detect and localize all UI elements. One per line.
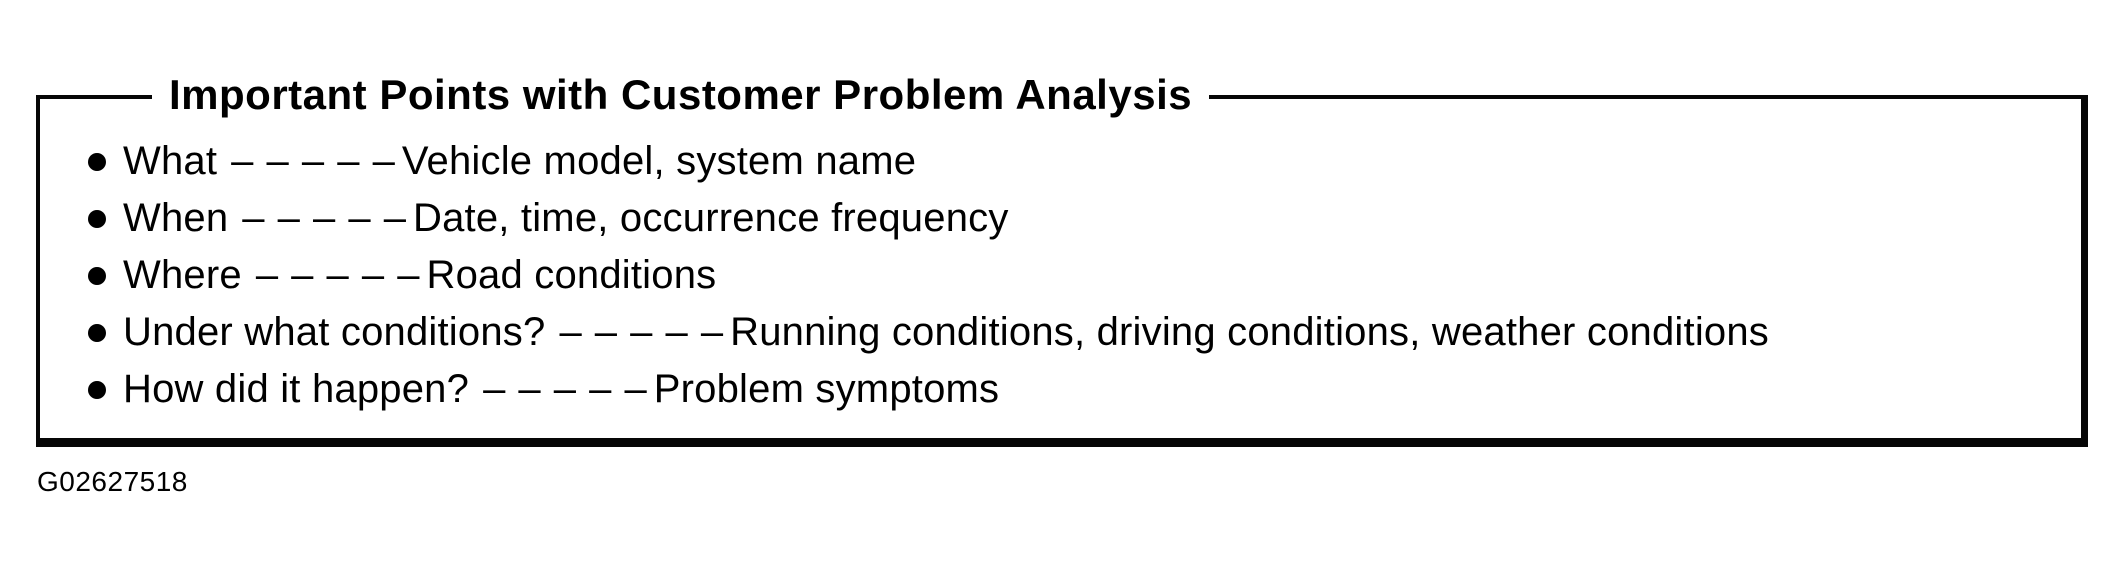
point-term: Under what conditions? [123,310,546,354]
list-item: Where – – – – – Road conditions [88,253,2057,297]
dash-separator: – – – – – [242,196,407,240]
bullet-icon [88,267,106,285]
point-term: How did it happen? [123,367,470,411]
point-description: Running conditions, driving conditions, … [730,310,1770,354]
point-description: Date, time, occurrence frequency [412,196,1009,240]
points-list: What – – – – – Vehicle model, system nam… [40,99,2081,411]
bullet-icon [88,381,106,399]
panel-title: Important Points with Customer Problem A… [152,71,1210,119]
bullet-icon [88,210,106,228]
bullet-icon [88,153,106,171]
list-item: How did it happen? – – – – – Problem sym… [88,367,2057,411]
list-item: When – – – – – Date, time, occurrence fr… [88,196,2057,240]
point-description: Problem symptoms [653,367,1000,411]
analysis-panel: Important Points with Customer Problem A… [36,71,2088,447]
figure-id: G02627518 [37,466,188,497]
point-term: Where [123,253,242,297]
point-description: Road conditions [426,253,717,297]
point-term: What [123,139,218,183]
dash-separator: – – – – – [483,367,648,411]
dash-separator: – – – – – [559,310,725,354]
point-description: Vehicle model, system name [401,139,917,183]
list-item: Under what conditions? – – – – – Running… [88,310,2057,354]
list-item: What – – – – – Vehicle model, system nam… [88,139,2057,183]
point-term: When [123,196,229,240]
bullet-icon [88,324,106,342]
dash-separator: – – – – – [231,139,396,183]
dash-separator: – – – – – [255,253,421,297]
